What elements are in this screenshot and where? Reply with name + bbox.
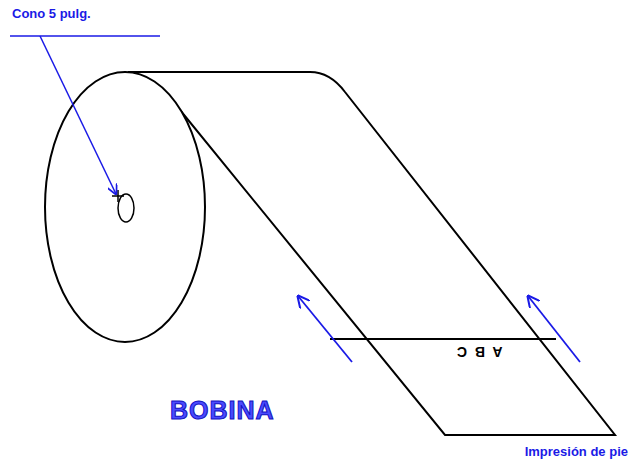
- core-mark: [117, 190, 119, 202]
- roll-core: [118, 194, 134, 222]
- feed-arrow: [528, 296, 580, 362]
- leader-underline: [10, 35, 160, 37]
- roll-title: BOBINA: [170, 396, 275, 425]
- core-label: Cono 5 pulg.: [12, 6, 91, 21]
- leader-line: [40, 36, 116, 194]
- roll-face: [45, 72, 205, 342]
- print-label: Impresión de pie: [525, 444, 628, 459]
- print-line: [330, 338, 556, 340]
- feed-arrow: [298, 296, 352, 362]
- sample-print: A B C: [455, 344, 503, 360]
